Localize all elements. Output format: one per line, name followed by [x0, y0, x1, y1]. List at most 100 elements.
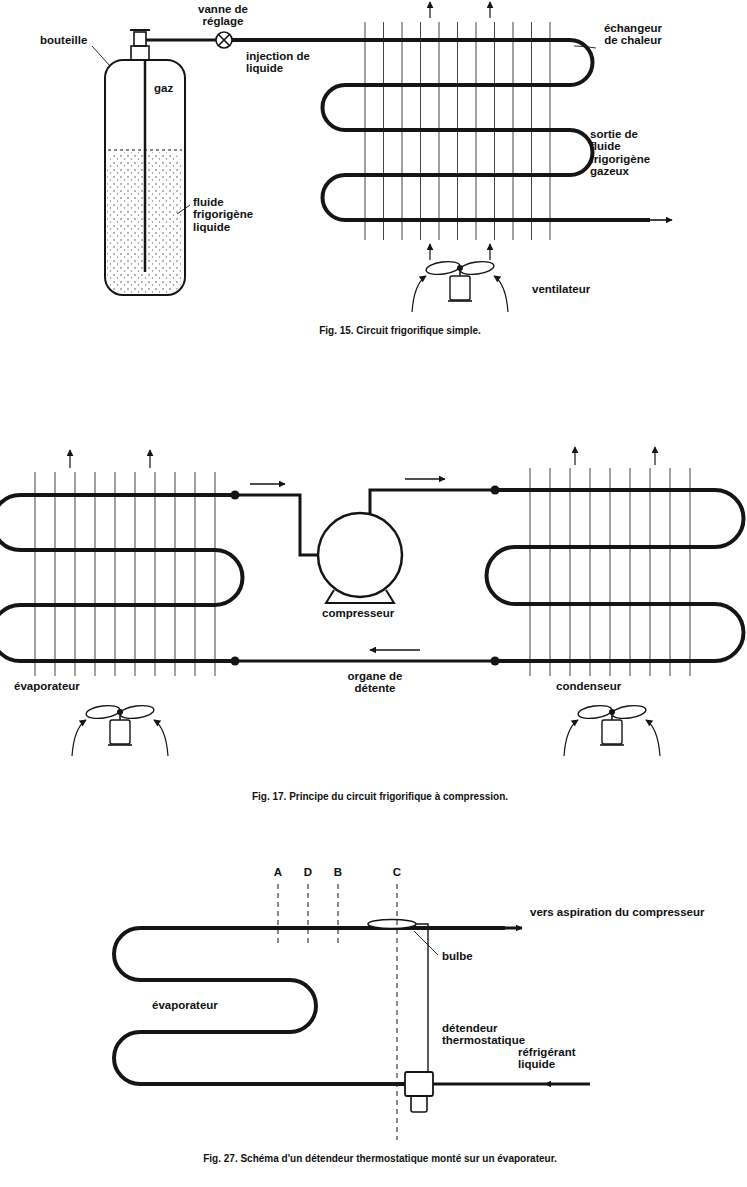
capillary	[416, 924, 428, 1072]
figure-caption: Fig. 27. Schéma d'un détendeur thermosta…	[60, 1154, 700, 1165]
discharge-pipe	[370, 490, 495, 514]
fin	[55, 472, 56, 676]
figure-caption: Fig. 15. Circuit frigorifique simple.	[150, 326, 650, 337]
fin	[570, 468, 571, 676]
leader-line	[177, 205, 190, 214]
fan-shaft	[459, 268, 461, 276]
section-line	[308, 884, 309, 945]
suction-pipe	[235, 495, 318, 555]
fan-blade	[611, 704, 646, 721]
junction-dot	[231, 657, 240, 666]
air-out	[489, 2, 490, 18]
part-label: A	[270, 866, 286, 878]
air-arrow	[154, 720, 168, 756]
expansion-valve	[405, 1072, 433, 1096]
leader-line	[92, 46, 110, 66]
fan-blade	[577, 704, 612, 721]
fan-shaft	[119, 712, 121, 720]
fin	[650, 468, 651, 676]
air-in	[489, 244, 490, 260]
fin	[175, 472, 176, 676]
figure-caption: Fig. 17. Principe du circuit frigorifiqu…	[100, 792, 660, 803]
flow-arrow	[250, 483, 285, 484]
section-line	[397, 884, 398, 1140]
heat-exchanger-coil	[232, 40, 650, 220]
fin	[610, 468, 611, 676]
part-label: détendeur thermostatique	[442, 1022, 562, 1047]
part-label: évaporateur	[14, 680, 80, 692]
compressor-base	[326, 590, 394, 603]
part-label: compresseur	[322, 607, 394, 619]
fan-motor	[450, 276, 470, 300]
fan-motor	[110, 720, 130, 744]
part-label: réfrigérant liquide	[518, 1046, 608, 1071]
part-label: D	[300, 866, 316, 878]
inlet-arrow	[545, 1083, 560, 1084]
fin	[590, 468, 591, 676]
fan-blade	[459, 260, 494, 277]
fan-blade	[425, 260, 460, 277]
valve-cross	[218, 34, 230, 46]
fin	[195, 472, 196, 676]
part-label: organe de détente	[330, 670, 420, 695]
flow-arrow	[405, 478, 445, 479]
leader-line	[574, 46, 596, 48]
part-label: échangeur de chaleur	[598, 22, 668, 47]
fin	[670, 468, 671, 676]
part-label: injection de liquide	[246, 50, 314, 75]
fin	[135, 472, 136, 676]
junction-dot	[231, 491, 240, 500]
fin	[630, 468, 631, 676]
section-line	[338, 884, 339, 945]
suction-arrow	[505, 927, 522, 930]
air-out	[574, 447, 575, 465]
motor-base	[448, 300, 472, 302]
part-label: ventilateur	[532, 283, 590, 295]
air-arrow	[646, 720, 660, 756]
valve-spring-housing	[411, 1096, 427, 1112]
outlet-arrow	[650, 219, 672, 221]
bottle	[105, 60, 185, 295]
fin	[75, 472, 76, 676]
fin	[215, 472, 216, 676]
evaporator-coil	[0, 495, 243, 661]
air-arrow	[564, 720, 578, 756]
junction-dot	[491, 486, 500, 495]
air-arrow	[494, 276, 508, 312]
fan-blade	[119, 704, 154, 721]
part-label: bouteille	[40, 34, 87, 46]
part-label: évaporateur	[152, 999, 218, 1011]
bottle-neck	[131, 46, 149, 60]
part-label: gaz	[154, 82, 173, 94]
bulb	[368, 920, 416, 929]
valve-handle	[130, 29, 150, 31]
part-label: C	[389, 866, 405, 878]
fan-shaft	[611, 712, 613, 720]
dip-tube	[144, 60, 147, 272]
air-out	[654, 447, 655, 465]
junction-dot	[491, 657, 500, 666]
liquid-inlet	[433, 1083, 590, 1086]
compressor	[318, 513, 402, 597]
fin	[115, 472, 116, 676]
liquid-line	[235, 660, 495, 663]
air-out	[429, 2, 430, 18]
fin	[530, 468, 531, 676]
air-out	[69, 450, 70, 468]
part-label: condenseur	[556, 680, 621, 692]
section-line	[278, 884, 279, 945]
air-out	[149, 450, 150, 468]
part-label: vanne de réglage	[192, 3, 254, 28]
part-label: vers aspiration du compresseur	[530, 906, 710, 918]
air-arrow	[72, 720, 86, 756]
condenser-coil	[487, 490, 744, 661]
bottle-valve	[134, 32, 146, 46]
motor-base	[108, 744, 132, 746]
regulating-valve	[216, 32, 232, 48]
fin	[155, 472, 156, 676]
part-label: B	[330, 866, 346, 878]
air-in	[429, 244, 430, 260]
fin	[95, 472, 96, 676]
